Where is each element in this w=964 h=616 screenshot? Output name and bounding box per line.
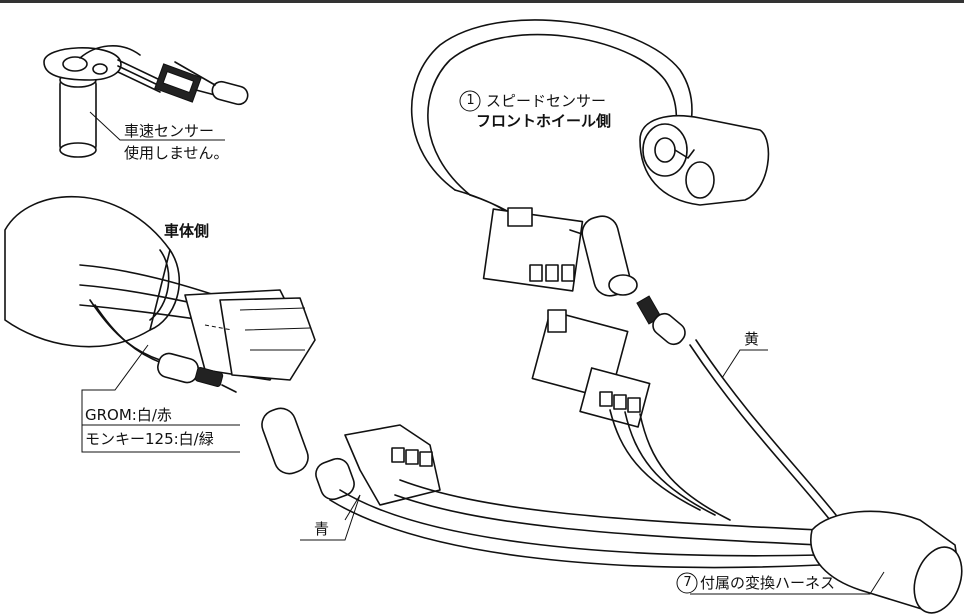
yellow-wire-label: 黄 bbox=[744, 330, 760, 348]
front-speed-sensor bbox=[410, 19, 770, 297]
not-used-label: 使用しません。 bbox=[124, 144, 229, 162]
speed-sensor-number: 1 bbox=[466, 93, 475, 108]
blue-wire-label: 青 bbox=[314, 520, 330, 538]
top-rule bbox=[0, 0, 964, 3]
vehicle-speed-sensor bbox=[43, 44, 249, 158]
front-wheel-side-label: フロントホイール側 bbox=[476, 112, 612, 130]
harness-number: 7 bbox=[683, 575, 692, 590]
converter-harness-label: 付属の変換ハーネス bbox=[700, 574, 836, 592]
number-badge-1 bbox=[459, 90, 481, 112]
speed-sensor-label: スピードセンサー bbox=[486, 92, 607, 110]
number-badge-7 bbox=[676, 572, 698, 594]
body-side-label: 車体側 bbox=[164, 222, 210, 240]
body-side-harness bbox=[4, 196, 316, 453]
grom-wire-label: GROM:白/赤 bbox=[85, 406, 172, 424]
monkey-wire-label: モンキー125:白/緑 bbox=[85, 430, 214, 448]
converter-harness bbox=[261, 295, 963, 614]
vehicle-speed-sensor-label: 車速センサー bbox=[124, 122, 215, 140]
